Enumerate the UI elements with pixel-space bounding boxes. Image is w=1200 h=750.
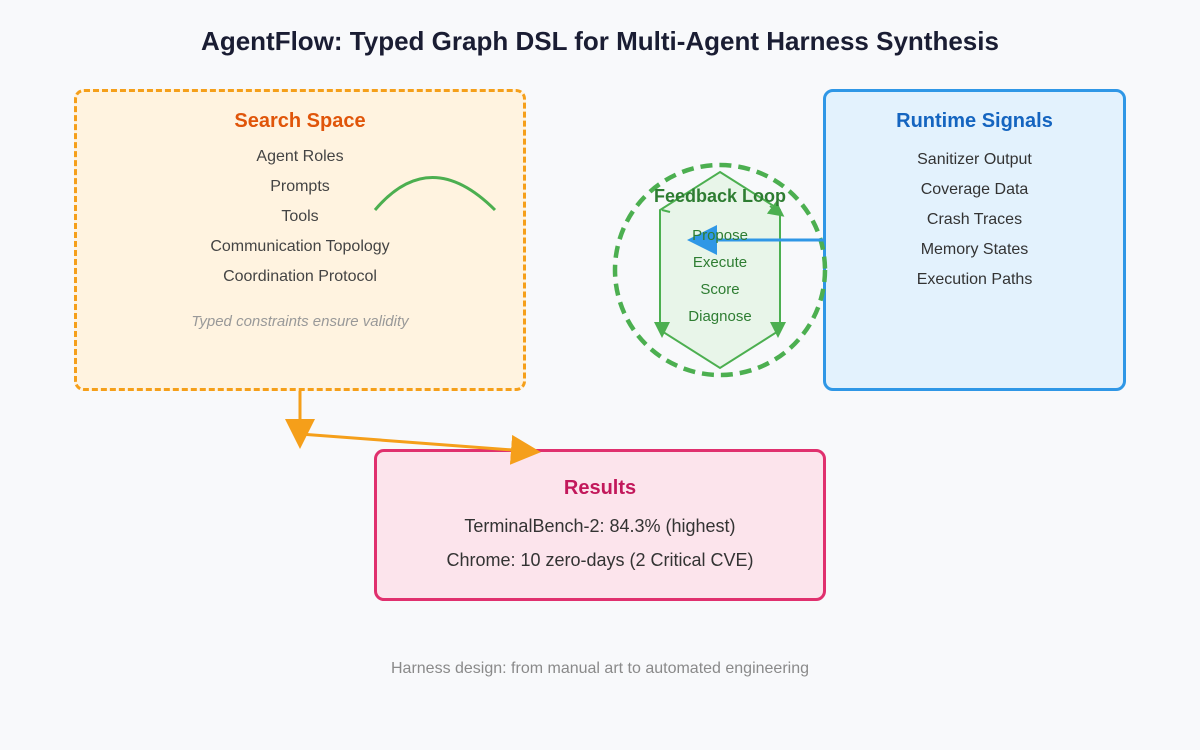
loop-step-diagnose: Diagnose	[688, 308, 752, 325]
search-space-box	[74, 89, 526, 391]
search-item-tools: Tools	[281, 208, 319, 225]
results-heading: Results	[563, 477, 637, 499]
runtime-item-paths: Execution Paths	[916, 271, 1033, 288]
loop-step-score: Score	[700, 281, 740, 298]
search-to-results-arrow	[299, 432, 541, 465]
runtime-item-sanitizer: Sanitizer Output	[917, 151, 1032, 168]
runtime-item-coverage: Coverage Data	[920, 181, 1029, 198]
loop-step-execute: Execute	[692, 254, 748, 271]
search-arc	[373, 176, 497, 212]
search-item-topology: Communication Topology	[210, 238, 390, 255]
search-item-prompts: Prompts	[270, 178, 330, 195]
footer-caption: Harness design: from manual art to autom…	[390, 660, 809, 677]
runtime-signals-box	[823, 89, 1126, 391]
runtime-item-crash: Crash Traces	[926, 211, 1023, 228]
results-item-chrome: Chrome: 10 zero-days (2 Critical CVE)	[446, 550, 754, 570]
runtime-signals-heading: Runtime Signals	[896, 110, 1053, 132]
search-space-note: Typed constraints ensure validity	[191, 313, 409, 330]
feedback-loop-circle	[612, 162, 828, 378]
results-item-terminalbench: TerminalBench-2: 84.3% (highest)	[464, 516, 736, 536]
runtime-item-memory: Memory States	[920, 241, 1029, 258]
loop-step-propose: Propose	[692, 227, 748, 244]
page-title: AgentFlow: Typed Graph DSL for Multi-Age…	[201, 26, 999, 56]
search-item-protocol: Coordination Protocol	[223, 268, 377, 285]
search-item-agent-roles: Agent Roles	[256, 148, 344, 165]
feedback-loop-heading: Feedback Loop	[653, 186, 787, 206]
results-box	[374, 449, 826, 601]
search-space-heading: Search Space	[234, 110, 366, 132]
